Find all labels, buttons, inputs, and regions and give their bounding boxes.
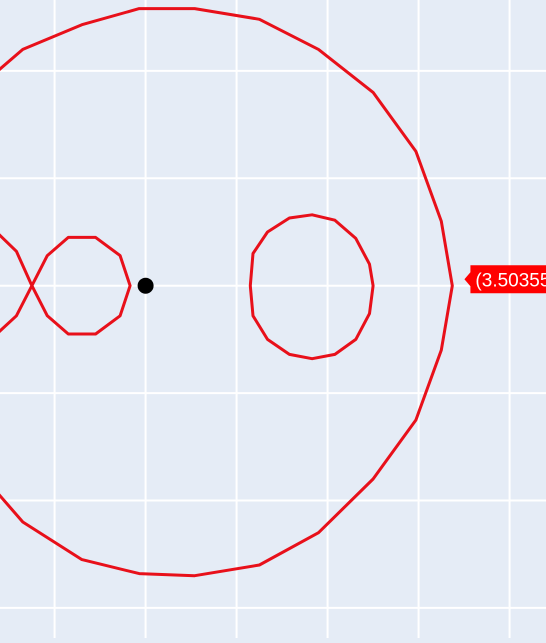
hover-label-box — [464, 265, 546, 294]
marker-layer — [137, 277, 154, 294]
hover-label-text: (3.503554, 0.0595091) — [475, 270, 546, 291]
marker-origin — [137, 277, 154, 294]
series-line-circle[interactable] — [248, 213, 375, 361]
series-line-trace[interactable] — [0, 7, 454, 578]
hover-layer: (3.503554, 0.0595091) trace — [464, 265, 546, 294]
trace-layer[interactable] — [0, 7, 454, 578]
